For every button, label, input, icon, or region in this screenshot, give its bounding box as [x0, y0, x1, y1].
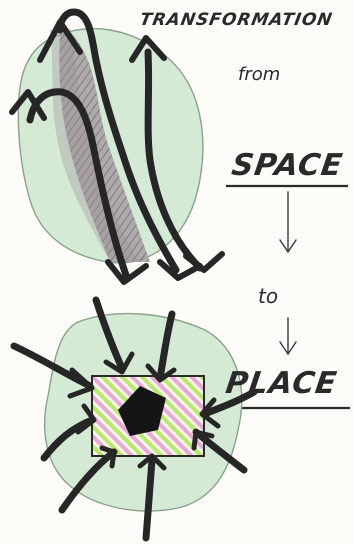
space-label: SPACE [229, 148, 346, 183]
place-label: PLACE [223, 366, 340, 401]
diagram-title: TRANSFORMATION [138, 10, 335, 30]
to-label: to [258, 284, 279, 308]
connector-line [279, 191, 297, 356]
place-center [118, 386, 166, 436]
from-label: from [238, 64, 281, 85]
space-arrows [26, 8, 204, 279]
space-shaded-band [59, 30, 150, 262]
